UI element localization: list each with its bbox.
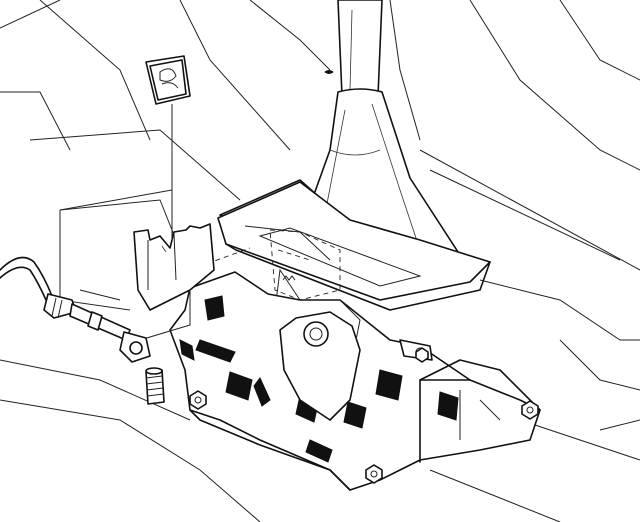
- leader-lines: [59, 104, 191, 341]
- bolt-3: [521, 400, 539, 420]
- spring: [145, 367, 165, 405]
- shift-lever: [324, 0, 383, 97]
- bolt-2: [365, 464, 383, 484]
- shift-cable: [0, 256, 151, 363]
- indicator-panel: [217, 179, 491, 311]
- pivot-hole: [303, 321, 329, 347]
- upper-plate: [133, 223, 215, 311]
- shift-bracket: [169, 271, 541, 491]
- retaining-clip: [145, 55, 191, 105]
- mounting-bolts: [189, 347, 539, 484]
- bolt-1: [189, 390, 207, 410]
- bolt-4: [415, 347, 429, 363]
